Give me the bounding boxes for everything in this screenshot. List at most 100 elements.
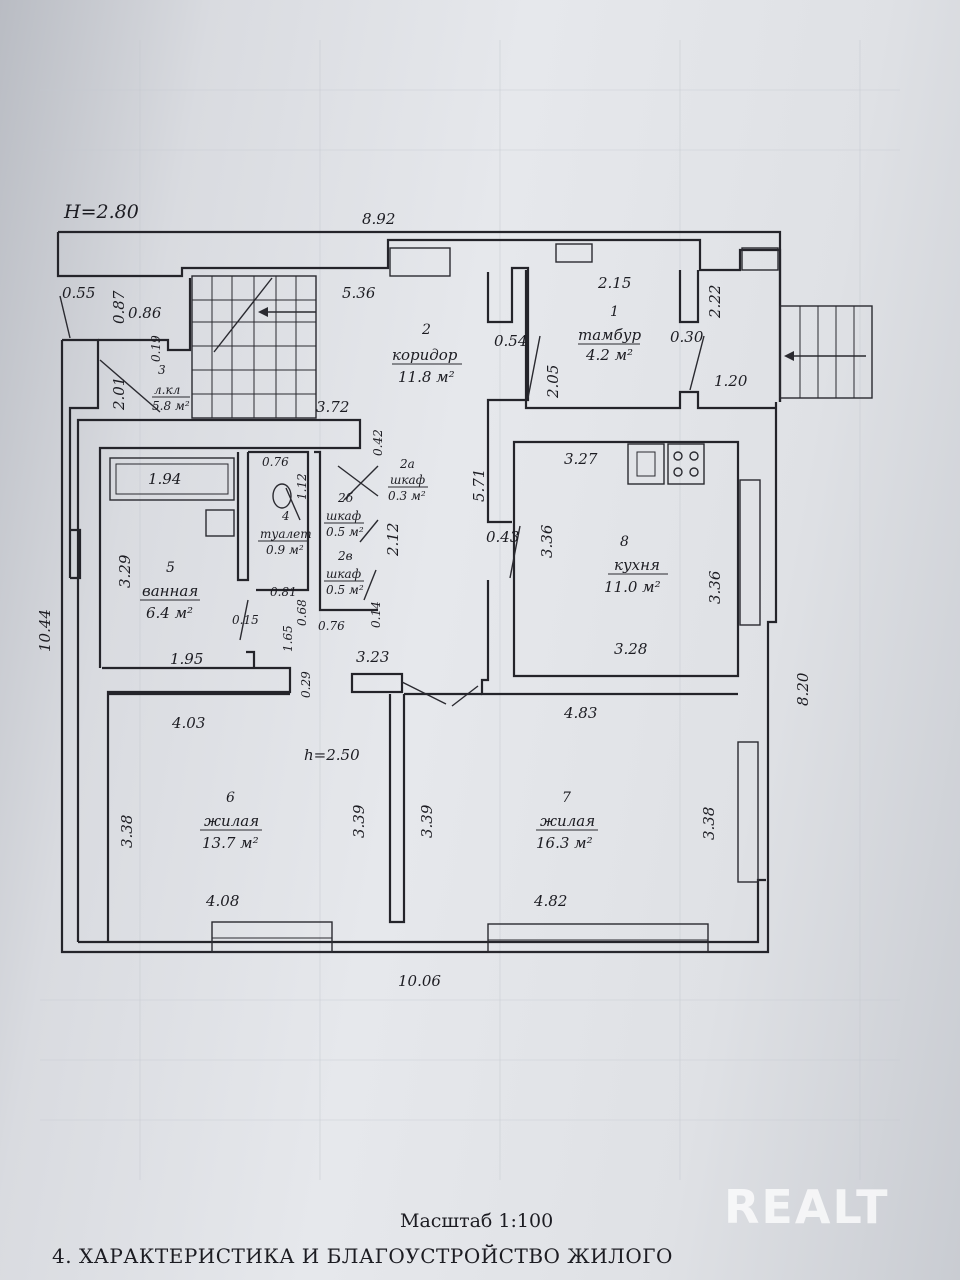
svg-text:2в: 2в	[337, 549, 353, 563]
dim-195: 1.95	[170, 650, 203, 668]
svg-text:5.8 м²: 5.8 м²	[152, 399, 190, 413]
dim-112: 1.12	[295, 473, 309, 500]
dim-top-total: 8.92	[362, 210, 395, 228]
room-1-label: 1 тамбур 4.2 м²	[578, 304, 641, 364]
room-6-label: 6 жилая 13.7 м²	[200, 790, 262, 852]
dim-014: 0.14	[369, 601, 383, 628]
closet-2a-label: 2а шкаф 0.3 м²	[388, 457, 428, 503]
svg-text:кухня: кухня	[614, 556, 660, 574]
dim-054: 0.54	[494, 332, 527, 350]
section-heading: 4. ХАРАКТЕРИСТИКА И БЛАГОУСТРОЙСТВО ЖИЛО…	[52, 1244, 673, 1268]
svg-text:8: 8	[620, 534, 629, 550]
room-7-label: 7 жилая 16.3 м²	[536, 790, 598, 852]
svg-text:жилая: жилая	[540, 812, 595, 830]
svg-text:11.0 м²: 11.0 м²	[604, 578, 661, 596]
closet-2b-label: 2б шкаф 0.5 м²	[324, 491, 364, 539]
svg-text:2б: 2б	[337, 491, 354, 505]
dim-086: 0.86	[128, 304, 162, 322]
svg-text:3: 3	[158, 363, 166, 377]
dim-055: 0.55	[62, 284, 95, 302]
windows	[211, 243, 779, 953]
bathtub	[109, 457, 235, 501]
svg-text:0.9 м²: 0.9 м²	[266, 543, 304, 557]
dim-571: 5.71	[470, 469, 488, 502]
dim-120: 1.20	[714, 372, 748, 390]
dim-482: 4.82	[533, 892, 567, 910]
main-height-label: H=2.80	[63, 201, 139, 223]
svg-text:7: 7	[562, 790, 571, 806]
dim-left-total: 10.44	[36, 609, 54, 652]
dim-165: 1.65	[281, 625, 295, 652]
stove	[667, 443, 705, 485]
room-2-label: 2 коридор 11.8 м²	[392, 322, 462, 386]
svg-text:0.5 м²: 0.5 м²	[326, 583, 364, 597]
svg-text:4: 4	[281, 509, 290, 523]
svg-text:0.3 м²: 0.3 м²	[388, 489, 426, 503]
dim-403: 4.03	[171, 714, 205, 732]
svg-text:туалет: туалет	[260, 527, 312, 541]
dim-336-left: 3.36	[538, 524, 556, 558]
toilet	[272, 483, 292, 509]
living-height-label: h=2.50	[304, 746, 360, 764]
dim-019: 0.19	[149, 335, 163, 362]
dim-015: 0.15	[232, 613, 259, 627]
svg-text:шкаф: шкаф	[326, 567, 361, 581]
svg-text:шкаф: шкаф	[390, 473, 425, 487]
dim-087: 0.87	[110, 290, 128, 324]
room-5-label: 5 ванная 6.4 м²	[140, 560, 200, 622]
svg-text:коридор: коридор	[392, 346, 458, 364]
dim-483: 4.83	[563, 704, 597, 722]
svg-text:16.3 м²: 16.3 м²	[536, 834, 593, 852]
dim-194: 1.94	[148, 470, 181, 488]
dim-408: 4.08	[205, 892, 239, 910]
dim-076-top: 0.76	[262, 455, 289, 469]
dim-201: 2.01	[110, 377, 128, 411]
svg-text:0.5 м²: 0.5 м²	[326, 525, 364, 539]
dim-327: 3.27	[564, 450, 598, 468]
dim-081: 0.81	[270, 585, 297, 599]
dim-536: 5.36	[342, 284, 376, 302]
dim-076-bottom: 0.76	[318, 619, 345, 633]
grid-background	[40, 40, 900, 1180]
svg-text:тамбур: тамбур	[578, 326, 641, 344]
dim-212: 2.12	[384, 523, 402, 557]
dim-338-left: 3.38	[118, 815, 136, 848]
dim-bottom-total: 10.06	[398, 972, 441, 990]
closet-2v-label: 2в шкаф 0.5 м²	[324, 549, 364, 597]
dim-030: 0.30	[670, 328, 704, 346]
dim-339-room6: 3.39	[350, 804, 368, 838]
svg-text:л.кл: л.кл	[154, 383, 180, 397]
dim-323: 3.23	[356, 648, 389, 666]
svg-text:2а: 2а	[399, 457, 415, 471]
dim-215: 2.15	[597, 274, 631, 292]
dim-043: 0.43	[486, 528, 519, 546]
staircase-interior	[191, 275, 317, 419]
svg-text:шкаф: шкаф	[326, 509, 361, 523]
dim-right-total: 8.20	[794, 672, 812, 706]
svg-text:6: 6	[226, 790, 235, 806]
kitchen-sink	[627, 443, 665, 485]
fixtures	[109, 443, 705, 537]
svg-text:4.2 м²: 4.2 м²	[585, 346, 633, 364]
svg-text:6.4 м²: 6.4 м²	[146, 604, 193, 622]
dim-339-room7: 3.39	[418, 804, 436, 838]
dim-205: 2.05	[544, 365, 562, 399]
svg-text:жилая: жилая	[204, 812, 259, 830]
svg-text:2: 2	[421, 322, 431, 338]
dim-328: 3.28	[614, 640, 647, 658]
dim-068: 0.68	[295, 599, 309, 626]
svg-text:11.8 м²: 11.8 м²	[398, 368, 455, 386]
room-4-label: 4 туалет 0.9 м²	[258, 509, 312, 557]
door-swings	[59, 295, 705, 707]
svg-text:13.7 м²: 13.7 м²	[202, 834, 259, 852]
dim-336-right: 3.36	[706, 570, 724, 604]
interior-walls	[98, 266, 776, 942]
dim-329: 3.29	[116, 554, 134, 588]
dim-222: 2.22	[706, 285, 724, 319]
svg-text:1: 1	[610, 304, 619, 320]
svg-text:ванная: ванная	[142, 582, 198, 600]
dim-042: 0.42	[371, 429, 385, 456]
room-3-label: 3 л.кл 5.8 м²	[152, 363, 190, 413]
